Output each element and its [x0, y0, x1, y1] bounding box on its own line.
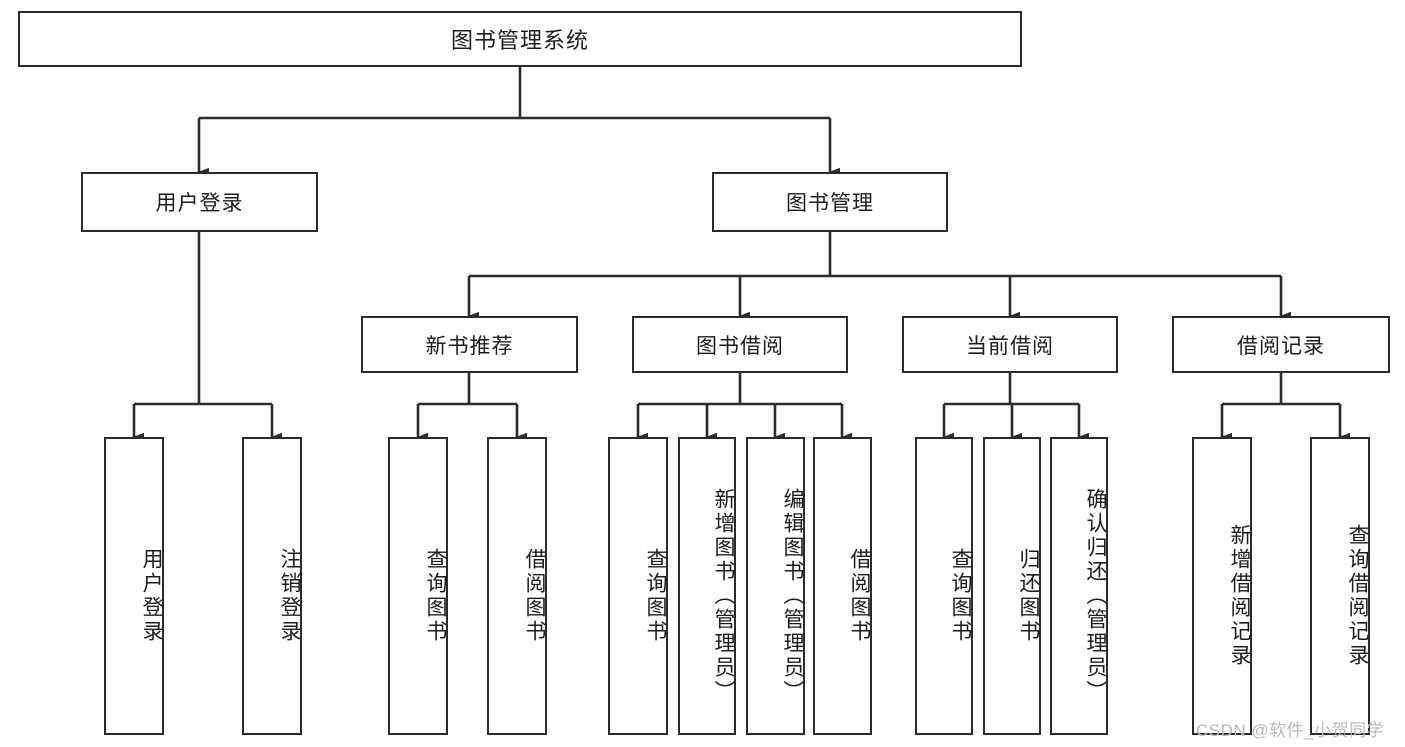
node-label: 图书管理	[786, 192, 874, 215]
node-leaf-return-book[interactable]: 归还图书	[983, 437, 1041, 735]
node-label: 注销登录	[278, 548, 301, 644]
node-label: 查询图书	[949, 548, 972, 644]
node-label: 查询图书	[424, 548, 447, 644]
node-leaf-query-record[interactable]: 查询借阅记录	[1310, 437, 1370, 735]
node-root[interactable]: 图书管理系统	[18, 11, 1022, 67]
node-new-book-recommend[interactable]: 新书推荐	[361, 316, 578, 373]
node-borrow-record[interactable]: 借阅记录	[1172, 316, 1390, 373]
node-leaf-query-book-cur[interactable]: 查询图书	[915, 437, 973, 735]
node-leaf-confirm-return[interactable]: 确认归还（管理员）	[1050, 437, 1108, 735]
node-book-borrow[interactable]: 图书借阅	[632, 316, 848, 373]
node-leaf-query-book-rec[interactable]: 查询图书	[388, 437, 448, 735]
node-label: 新增图书（管理员）	[712, 488, 735, 704]
node-leaf-query-book-borrow[interactable]: 查询图书	[608, 437, 668, 735]
node-label: 借阅图书	[523, 548, 546, 644]
node-user-login[interactable]: 用户登录	[81, 172, 318, 232]
node-label: 图书借阅	[696, 334, 784, 358]
node-leaf-borrow-book-rec[interactable]: 借阅图书	[487, 437, 547, 735]
node-label: 归还图书	[1017, 548, 1040, 644]
node-label: 查询图书	[644, 548, 667, 644]
node-label: 当前借阅	[966, 334, 1054, 358]
node-leaf-add-book[interactable]: 新增图书（管理员）	[678, 437, 736, 735]
node-label: 确认归还（管理员）	[1084, 488, 1107, 704]
node-leaf-user-login[interactable]: 用户登录	[104, 437, 164, 735]
node-label: 新增借阅记录	[1228, 524, 1251, 668]
node-label: 编辑图书（管理员）	[781, 488, 804, 704]
node-leaf-add-record[interactable]: 新增借阅记录	[1192, 437, 1252, 735]
watermark-text: CSDN @软件_小贺同学	[1196, 721, 1385, 740]
node-label: 借阅图书	[848, 548, 871, 644]
node-label: 新书推荐	[425, 334, 514, 358]
node-label: 借阅记录	[1237, 334, 1325, 358]
node-leaf-borrow-book[interactable]: 借阅图书	[813, 437, 872, 735]
node-leaf-user-logout[interactable]: 注销登录	[242, 437, 302, 735]
node-label: 用户登录	[140, 548, 163, 644]
node-label: 用户登录	[155, 192, 244, 215]
node-book-manage[interactable]: 图书管理	[712, 172, 948, 232]
node-current-borrow[interactable]: 当前借阅	[902, 316, 1118, 373]
node-leaf-edit-book[interactable]: 编辑图书（管理员）	[746, 437, 805, 735]
watermark: CSDN @软件_小贺同学	[1196, 716, 1384, 741]
node-root-label: 图书管理系统	[450, 28, 589, 53]
node-label: 查询借阅记录	[1346, 524, 1369, 668]
